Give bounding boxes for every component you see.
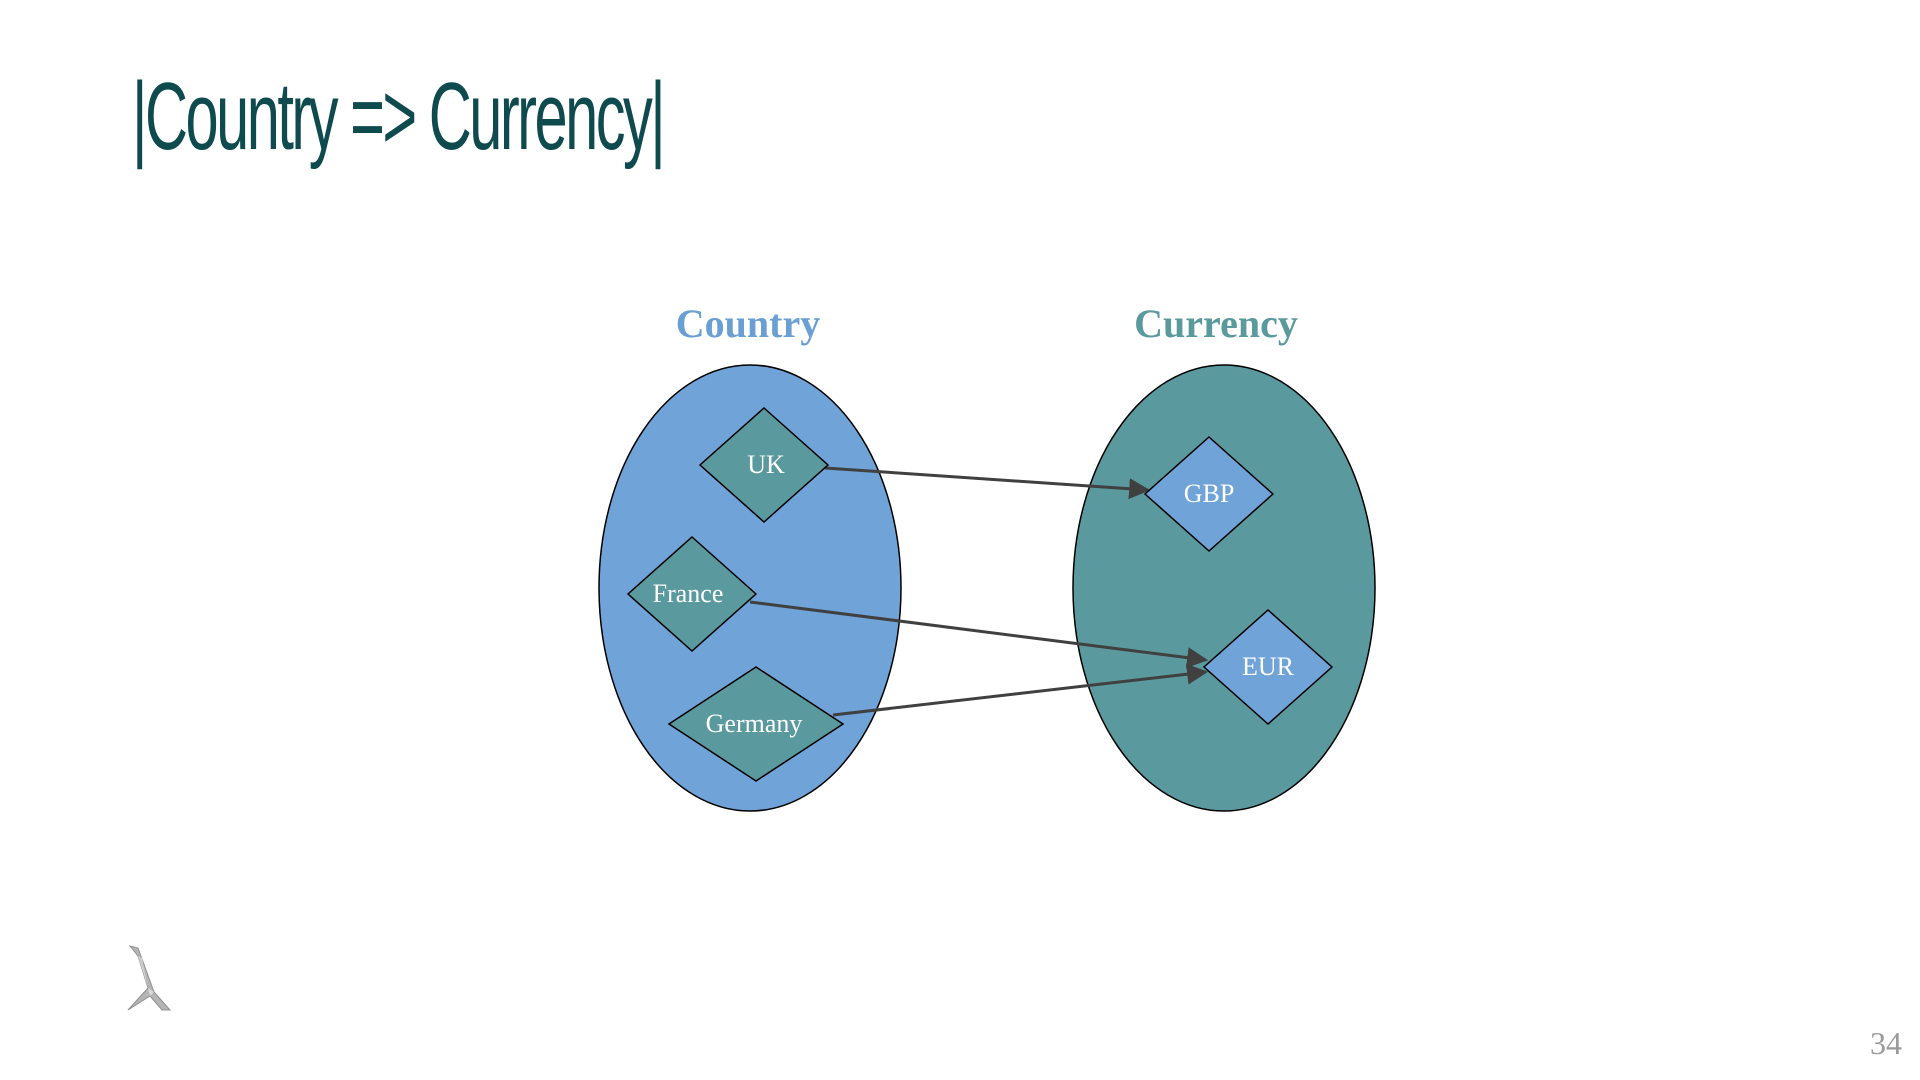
set-ellipse-currency — [1072, 364, 1376, 812]
node-label-germany: Germany — [706, 709, 803, 738]
edge-uk-gbp — [824, 466, 1151, 500]
node-eur — [1202, 608, 1334, 726]
lambda-logo-icon — [127, 945, 172, 1011]
node-gbp — [1143, 435, 1275, 553]
edge-france-eur — [749, 600, 1209, 669]
slide-title: |Country => Currency| — [132, 63, 666, 170]
node-france — [626, 535, 758, 653]
node-label-france: France — [653, 579, 724, 608]
node-label-uk: UK — [747, 450, 785, 479]
node-label-gbp: GBP — [1184, 479, 1235, 508]
edge-germany-eur — [832, 663, 1209, 717]
set-label-currency: Currency — [1134, 301, 1298, 346]
node-germany — [667, 666, 845, 782]
page-number: 34 — [1870, 1025, 1902, 1061]
node-label-eur: EUR — [1242, 652, 1295, 681]
node-uk — [698, 406, 830, 524]
set-label-country: Country — [676, 301, 820, 346]
